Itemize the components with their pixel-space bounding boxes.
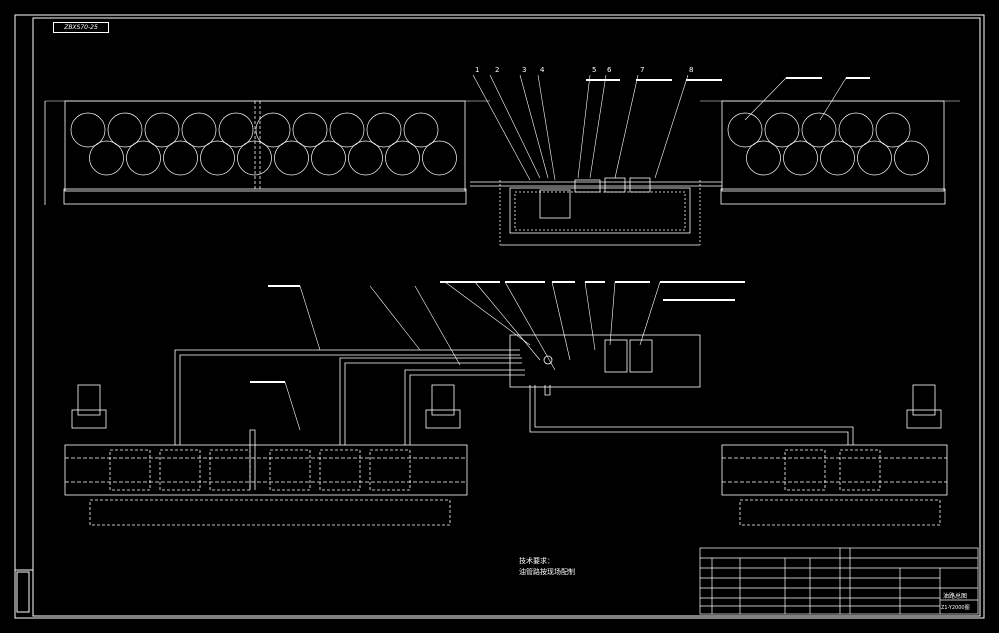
roller-circle bbox=[274, 140, 309, 176]
roller-circle bbox=[107, 112, 143, 148]
technical-requirements-title: 技术要求： bbox=[519, 557, 554, 565]
right-rollers bbox=[727, 112, 929, 176]
callout-5: 5 bbox=[592, 66, 596, 74]
roller-circle bbox=[422, 140, 457, 176]
upper-leader-lines bbox=[472, 74, 870, 181]
roller-circle bbox=[311, 140, 346, 176]
roller-circle bbox=[366, 112, 402, 148]
drawing-number: Z1-Y2000图 bbox=[941, 605, 970, 611]
roller-circle bbox=[200, 140, 235, 176]
roller-circle bbox=[875, 112, 911, 148]
drawing-name: 油路总图 bbox=[943, 593, 968, 600]
roller-circle bbox=[255, 112, 291, 148]
roller-circle bbox=[764, 112, 800, 148]
roller-circle bbox=[126, 140, 161, 176]
roller-circle bbox=[838, 112, 874, 148]
left-rollers bbox=[70, 112, 457, 176]
callout-2: 2 bbox=[495, 66, 499, 74]
roller-circle bbox=[144, 112, 180, 148]
callout-3: 3 bbox=[522, 66, 526, 74]
roller-circle bbox=[348, 140, 383, 176]
callout-1: 1 bbox=[475, 66, 479, 74]
technical-requirements-line: 油管路按现场配制 bbox=[519, 568, 575, 576]
lower-leader-lines bbox=[250, 281, 745, 431]
roller-circle bbox=[727, 112, 763, 148]
roller-circle bbox=[292, 112, 328, 148]
roller-circle bbox=[820, 140, 855, 176]
lower-left-bed bbox=[64, 444, 468, 526]
roller-circle bbox=[894, 140, 929, 176]
hydraulic-station bbox=[509, 334, 701, 388]
roller-circle bbox=[89, 140, 124, 176]
callout-7: 7 bbox=[640, 66, 644, 74]
roller-circle bbox=[403, 112, 439, 148]
roller-circle bbox=[329, 112, 365, 148]
motor-units bbox=[71, 384, 942, 429]
technical-requirements: 技术要求： 油管路按现场配制 bbox=[519, 556, 575, 578]
roller-circle bbox=[385, 140, 420, 176]
roller-circle bbox=[857, 140, 892, 176]
inner-border bbox=[32, 17, 981, 617]
callout-4: 4 bbox=[540, 66, 545, 74]
title-block bbox=[699, 547, 979, 615]
lower-right-bed bbox=[721, 444, 948, 526]
sheet-tag: ZBXS70-25 bbox=[53, 22, 109, 33]
left-margin-strip bbox=[16, 571, 30, 613]
upper-right-roller-bank bbox=[700, 100, 960, 205]
roller-circle bbox=[237, 140, 272, 176]
roller-circle bbox=[181, 112, 217, 148]
roller-circle bbox=[746, 140, 781, 176]
oil-pipes bbox=[174, 349, 854, 490]
outer-border bbox=[14, 14, 985, 619]
callout-6: 6 bbox=[607, 66, 612, 74]
roller-circle bbox=[70, 112, 106, 148]
roller-circle bbox=[163, 140, 198, 176]
roller-circle bbox=[218, 112, 254, 148]
roller-circle bbox=[783, 140, 818, 176]
roller-circle bbox=[801, 112, 837, 148]
callout-8: 8 bbox=[689, 66, 693, 74]
upper-drive-pit bbox=[470, 177, 722, 246]
upper-left-roller-bank bbox=[44, 100, 490, 205]
